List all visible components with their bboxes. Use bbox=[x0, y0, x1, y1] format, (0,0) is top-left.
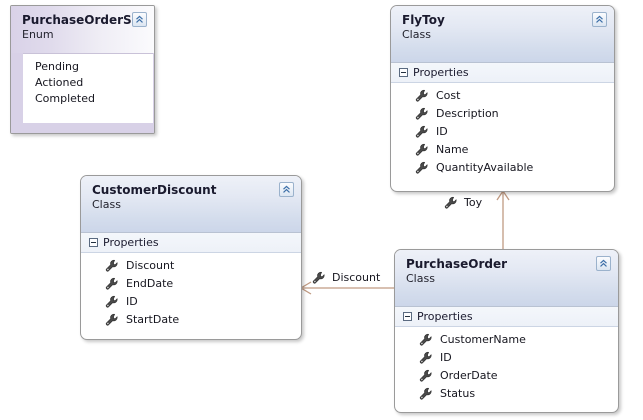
member-name: ID bbox=[440, 350, 452, 364]
member-row[interactable]: StartDate bbox=[81, 310, 301, 328]
member-name: StartDate bbox=[126, 312, 180, 326]
shape-header-purchase-order-status[interactable]: PurchaseOrderS... Enum bbox=[11, 6, 154, 53]
member-name: OrderDate bbox=[440, 368, 498, 382]
compartment-header-properties[interactable]: Properties bbox=[81, 233, 301, 253]
wrench-icon bbox=[419, 387, 432, 399]
connector-label-toy-text: Toy bbox=[464, 196, 483, 209]
compartment-label: Properties bbox=[103, 235, 159, 249]
wrench-icon bbox=[444, 196, 457, 209]
enum-item[interactable]: Completed bbox=[35, 92, 95, 105]
shape-stereotype-purchase-order-status: Enum bbox=[22, 28, 54, 41]
shape-stereotype-customer-discount: Class bbox=[92, 198, 121, 211]
wrench-icon bbox=[415, 125, 428, 137]
member-list-purchase-order: CustomerName ID OrderDate bbox=[395, 327, 618, 402]
wrench-icon bbox=[105, 277, 118, 289]
member-name: Cost bbox=[436, 88, 461, 102]
shape-title-customer-discount: CustomerDiscount bbox=[92, 183, 217, 197]
collapse-button-purchase-order-status[interactable] bbox=[132, 12, 147, 27]
shape-purchase-order-status[interactable]: PurchaseOrderS... Enum Pending Actioned … bbox=[10, 5, 155, 134]
member-row[interactable]: ID bbox=[81, 292, 301, 310]
member-name: ID bbox=[126, 294, 138, 308]
collapse-button-customer-discount[interactable] bbox=[279, 182, 294, 197]
wrench-icon bbox=[105, 313, 118, 325]
member-list-fly-toy: Cost Description ID bbox=[391, 83, 614, 176]
wrench-icon bbox=[415, 143, 428, 155]
member-row[interactable]: OrderDate bbox=[395, 366, 618, 384]
member-row[interactable]: ID bbox=[395, 348, 618, 366]
shape-header-fly-toy[interactable]: FlyToy Class bbox=[391, 6, 614, 63]
compartment-label: Properties bbox=[417, 309, 473, 323]
member-name: Name bbox=[436, 142, 469, 156]
shape-title-purchase-order-status: PurchaseOrderS... bbox=[22, 13, 146, 27]
member-row[interactable]: QuantityAvailable bbox=[391, 158, 614, 176]
shape-stereotype-fly-toy: Class bbox=[402, 28, 431, 41]
member-name: Discount bbox=[126, 258, 175, 272]
member-row[interactable]: Cost bbox=[391, 86, 614, 104]
connector-label-discount-text: Discount bbox=[332, 271, 381, 284]
compartment-header-properties[interactable]: Properties bbox=[391, 63, 614, 83]
wrench-icon bbox=[415, 161, 428, 173]
wrench-icon bbox=[105, 295, 118, 307]
wrench-icon bbox=[419, 351, 432, 363]
member-name: CustomerName bbox=[440, 332, 526, 346]
member-row[interactable]: Status bbox=[395, 384, 618, 402]
enum-item[interactable]: Actioned bbox=[35, 76, 84, 89]
member-row[interactable]: Description bbox=[391, 104, 614, 122]
double-chevron-up-icon bbox=[136, 15, 143, 23]
member-row[interactable]: ID bbox=[391, 122, 614, 140]
shape-header-customer-discount[interactable]: CustomerDiscount Class bbox=[81, 176, 301, 233]
wrench-icon bbox=[419, 369, 432, 381]
member-list-customer-discount: Discount EndDate ID bbox=[81, 253, 301, 328]
minus-box-icon[interactable] bbox=[399, 68, 408, 77]
minus-box-icon[interactable] bbox=[403, 312, 412, 321]
wrench-icon bbox=[419, 333, 432, 345]
connector-label-discount[interactable]: Discount bbox=[312, 271, 380, 284]
shape-customer-discount[interactable]: CustomerDiscount Class Properties Discou… bbox=[80, 175, 302, 340]
double-chevron-up-icon bbox=[600, 259, 607, 267]
shape-title-fly-toy: FlyToy bbox=[402, 13, 445, 27]
collapse-button-fly-toy[interactable] bbox=[592, 12, 607, 27]
double-chevron-up-icon bbox=[283, 185, 290, 193]
double-chevron-up-icon bbox=[596, 15, 603, 23]
member-name: ID bbox=[436, 124, 448, 138]
member-row[interactable]: Name bbox=[391, 140, 614, 158]
collapse-button-purchase-order[interactable] bbox=[596, 256, 611, 271]
wrench-icon bbox=[312, 271, 325, 284]
shape-stereotype-purchase-order: Class bbox=[406, 272, 435, 285]
shape-title-purchase-order: PurchaseOrder bbox=[406, 257, 508, 271]
compartment-label: Properties bbox=[413, 65, 469, 79]
enum-member-list[interactable]: Pending Actioned Completed bbox=[23, 53, 153, 123]
shape-fly-toy[interactable]: FlyToy Class Properties Cost bbox=[390, 5, 615, 192]
member-name: Description bbox=[436, 106, 499, 120]
enum-item[interactable]: Pending bbox=[35, 60, 79, 73]
wrench-icon bbox=[105, 259, 118, 271]
member-row[interactable]: CustomerName bbox=[395, 330, 618, 348]
member-name: Status bbox=[440, 386, 476, 400]
member-row[interactable]: EndDate bbox=[81, 274, 301, 292]
connector-label-toy[interactable]: Toy bbox=[444, 196, 482, 209]
enum-body-purchase-order-status: Pending Actioned Completed bbox=[11, 53, 154, 133]
shape-purchase-order[interactable]: PurchaseOrder Class Properties CustomerN… bbox=[394, 249, 619, 413]
wrench-icon bbox=[415, 89, 428, 101]
minus-box-icon[interactable] bbox=[89, 238, 98, 247]
wrench-icon bbox=[415, 107, 428, 119]
compartment-header-properties[interactable]: Properties bbox=[395, 307, 618, 327]
member-name: QuantityAvailable bbox=[436, 160, 534, 174]
shape-header-purchase-order[interactable]: PurchaseOrder Class bbox=[395, 250, 618, 307]
member-row[interactable]: Discount bbox=[81, 256, 301, 274]
member-name: EndDate bbox=[126, 276, 174, 290]
